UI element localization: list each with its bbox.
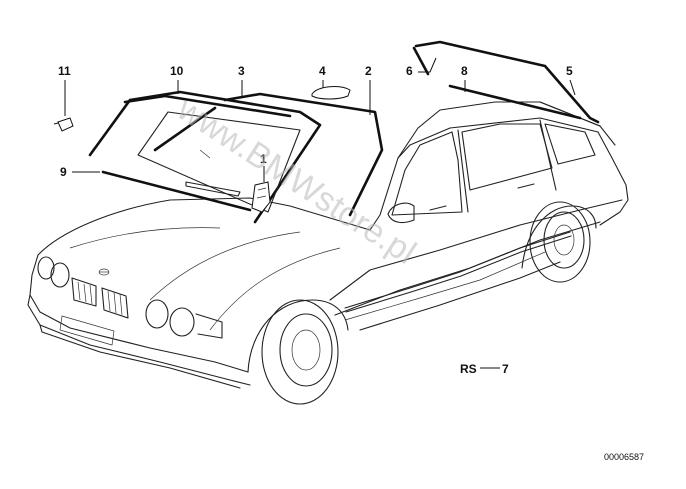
car-illustration bbox=[27, 101, 629, 405]
callout-7: 7 bbox=[502, 362, 509, 376]
leader-lines bbox=[64, 57, 576, 369]
callout-9: 9 bbox=[60, 165, 67, 179]
windshield-seal-part-10 bbox=[88, 90, 322, 224]
callout-10: 10 bbox=[170, 64, 184, 78]
trim-clip-part-6 bbox=[412, 46, 430, 76]
callout-2: 2 bbox=[365, 64, 372, 78]
callout-11: 11 bbox=[58, 64, 71, 78]
cowl-strip-part-9 bbox=[101, 170, 252, 212]
bracket-part-1 bbox=[251, 181, 271, 213]
pin-part-11 bbox=[53, 117, 74, 132]
callout-1: 1 bbox=[260, 152, 267, 166]
callout-labels: 11 10 3 4 2 6 8 5 9 1 RS 7 bbox=[58, 64, 573, 376]
roof-rail-part-5 bbox=[414, 40, 600, 124]
roof-molding-part-8 bbox=[448, 84, 582, 120]
document-code: 00006587 bbox=[604, 452, 644, 462]
callout-6: 6 bbox=[406, 64, 413, 78]
callout-3: 3 bbox=[238, 64, 245, 78]
watermark-text: www.BMWstore.pl bbox=[170, 89, 423, 272]
windshield-glass-part-2 bbox=[137, 106, 301, 213]
callout-rs: RS bbox=[460, 362, 477, 376]
callout-8: 8 bbox=[461, 64, 468, 78]
callout-4: 4 bbox=[319, 64, 326, 78]
callout-5: 5 bbox=[566, 64, 573, 78]
cover-part-4 bbox=[311, 86, 351, 100]
windshield-frame-part-3 bbox=[223, 92, 384, 217]
